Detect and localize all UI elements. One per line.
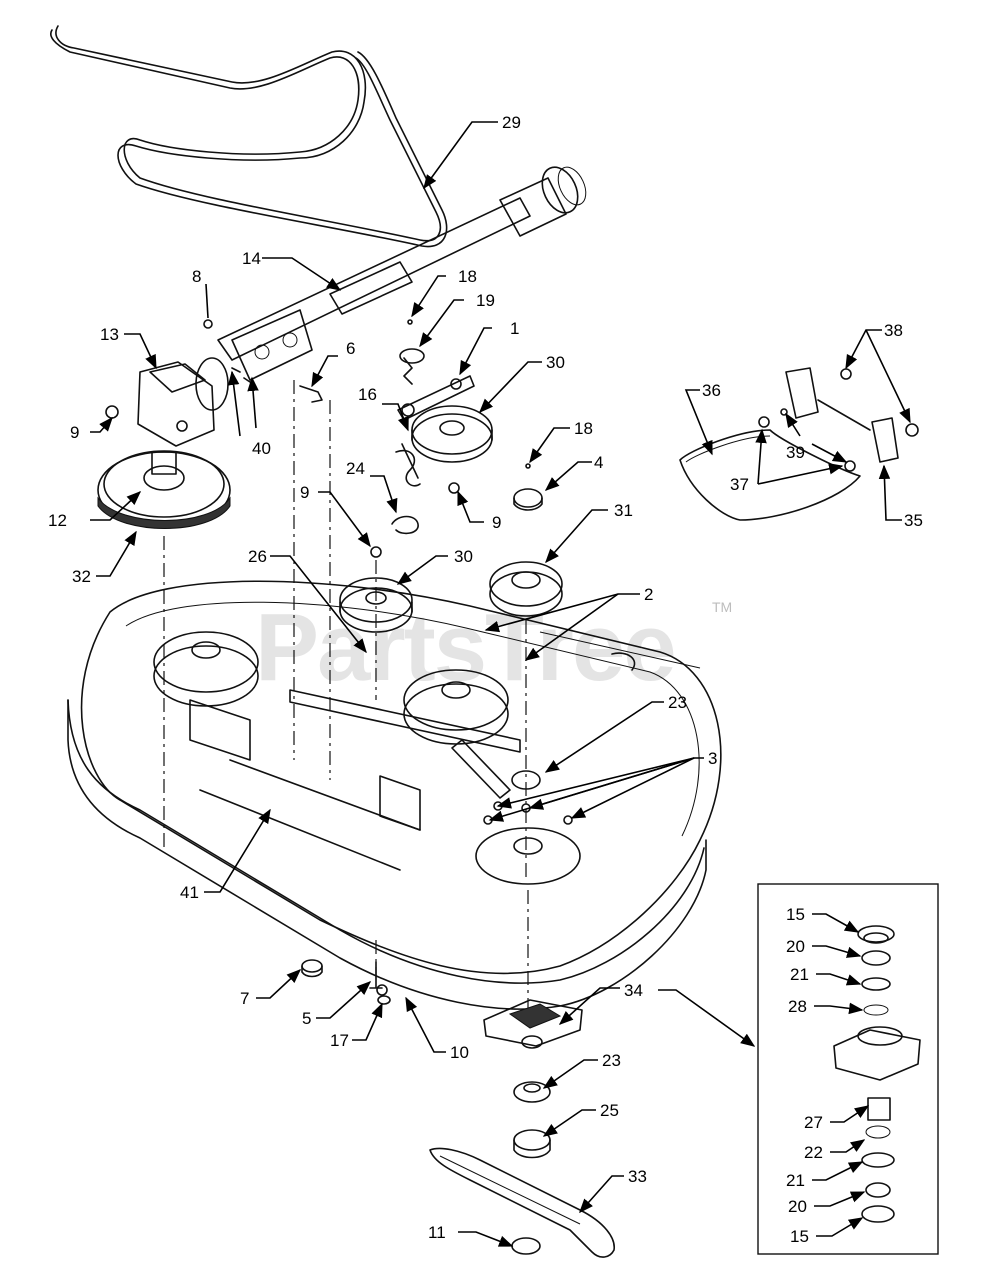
callout-39: 39 <box>786 443 805 462</box>
drive-belt-part-29 <box>50 25 448 248</box>
callout-15-top: 15 <box>786 905 805 924</box>
callout-35: 35 <box>904 511 923 530</box>
callout-9-left: 9 <box>70 423 79 442</box>
callout-23-upper: 23 <box>668 693 687 712</box>
callout-19: 19 <box>476 291 495 310</box>
callout-30-upper: 30 <box>546 353 565 372</box>
callout-23-lower: 23 <box>602 1051 621 1070</box>
spindle-housing-part-34 <box>483 999 583 1049</box>
callout-18-top: 18 <box>458 267 477 286</box>
callout-5: 5 <box>302 1009 311 1028</box>
callout-9-center: 9 <box>492 513 501 532</box>
spindle-detail-inset <box>757 883 939 1255</box>
callout-28: 28 <box>788 997 807 1016</box>
spring-clip-part-24 <box>391 515 419 535</box>
drive-shaft-part-14 <box>217 166 587 381</box>
callout-6: 6 <box>346 339 355 358</box>
callout-10: 10 <box>450 1043 469 1062</box>
callout-20-bottom: 20 <box>788 1197 807 1216</box>
callout-38: 38 <box>884 321 903 340</box>
callout-11: 11 <box>428 1223 446 1242</box>
callout-2: 2 <box>644 585 653 604</box>
callout-30-lower: 30 <box>454 547 473 566</box>
spacer-part-25 <box>513 1129 551 1159</box>
callout-1: 1 <box>510 319 519 338</box>
callout-26: 26 <box>248 547 267 566</box>
callout-31: 31 <box>614 501 633 520</box>
callout-15-bottom: 15 <box>790 1227 809 1246</box>
callout-40: 40 <box>252 439 271 458</box>
spacer-part-4 <box>448 463 543 511</box>
callout-leaders <box>90 121 911 1247</box>
callout-22: 22 <box>804 1143 823 1162</box>
washer-part-23 <box>513 1081 551 1103</box>
callout-33: 33 <box>628 1167 647 1186</box>
svg-text:TM: TM <box>712 599 732 615</box>
flat-idler-part-31 <box>489 561 563 617</box>
callout-7: 7 <box>240 989 249 1008</box>
callout-37: 37 <box>730 475 749 494</box>
mower-blade-part-33 <box>429 1147 615 1258</box>
callout-4: 4 <box>594 453 603 472</box>
callout-20-top: 20 <box>786 937 805 956</box>
callout-13: 13 <box>100 325 119 344</box>
callout-21-bottom: 21 <box>786 1171 805 1190</box>
watermark: PartsTree TM <box>255 594 732 701</box>
callout-9-mid: 9 <box>300 483 309 502</box>
assembly-center-lines <box>163 380 529 1010</box>
callout-14: 14 <box>242 249 261 268</box>
callout-16: 16 <box>358 385 377 404</box>
callout-32: 32 <box>72 567 91 586</box>
callout-labels: 29 14 8 13 9 40 6 18 19 1 30 16 18 4 24 … <box>48 113 923 1246</box>
callout-21-top: 21 <box>790 965 809 984</box>
callout-3: 3 <box>708 749 717 768</box>
drive-pulley-part-12 <box>97 450 231 529</box>
idler-pulley-part-30-upper <box>411 405 493 463</box>
shaft-pins-part-6 <box>231 367 323 403</box>
callout-24: 24 <box>346 459 365 478</box>
svg-text:PartsTree: PartsTree <box>255 594 675 701</box>
callout-34: 34 <box>624 981 643 1000</box>
callout-27: 27 <box>804 1113 823 1132</box>
callout-25: 25 <box>600 1101 619 1120</box>
callout-41: 41 <box>180 883 199 902</box>
small-hardware <box>301 959 391 1005</box>
callout-12: 12 <box>48 511 67 530</box>
callout-17: 17 <box>330 1031 349 1050</box>
callout-18-right: 18 <box>574 419 593 438</box>
mower-deck-part-41 <box>67 580 722 1010</box>
pto-housing-part-13 <box>105 319 229 447</box>
callout-29: 29 <box>502 113 521 132</box>
callout-36: 36 <box>702 381 721 400</box>
callout-8: 8 <box>192 267 201 286</box>
